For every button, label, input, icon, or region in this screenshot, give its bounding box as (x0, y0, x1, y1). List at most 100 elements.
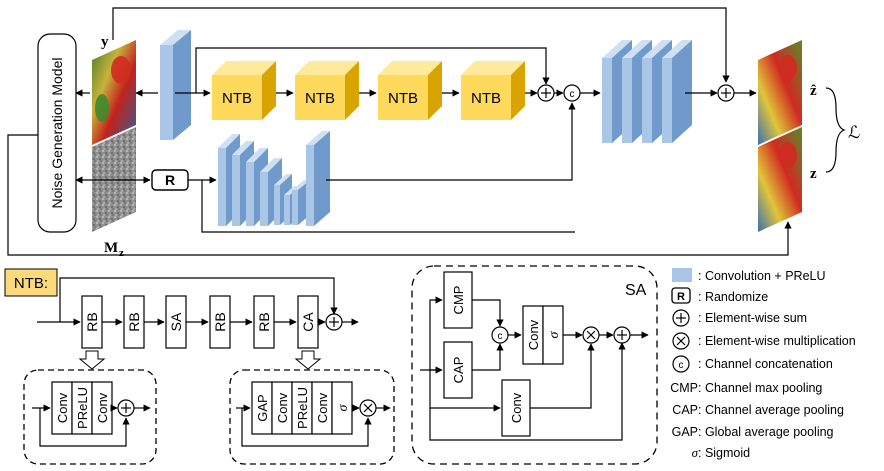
sa-mul-node (582, 326, 600, 344)
ntb-block-3: NTB (378, 61, 442, 120)
ntb-rb-1: RB (81, 295, 103, 349)
noise-map-sub: z (119, 247, 124, 259)
ca-expand-arrow (294, 350, 322, 370)
legend-concat-icon: c (672, 355, 690, 373)
ca-sigmoid: σ (331, 381, 353, 435)
legend-conv-swatch (672, 268, 692, 282)
output-zhat-label: ẑ (810, 83, 817, 99)
conv-stack-tail (602, 40, 692, 143)
concat-node-1: c (563, 84, 581, 102)
loss-label: ℒ (848, 123, 860, 142)
ca-conv-2-label: Conv (315, 392, 330, 423)
legend-mul-icon (672, 332, 690, 350)
sa-conv: Conv (522, 305, 544, 365)
legend-symbol-c: c (679, 360, 684, 371)
sa-block-label: SA (168, 312, 184, 331)
legend-text-concat: : Channel concatenation (698, 357, 833, 371)
legend-symbol-cmp: CMP (670, 381, 698, 395)
output-z-label: z (810, 166, 817, 182)
ntb-label-1: NTB (222, 90, 252, 107)
ca-skip-line (241, 408, 372, 447)
ntb-rb-4: RB (253, 295, 275, 349)
ntb-label-2: NTB (305, 90, 335, 107)
sa-conv-bottom: Conv (501, 379, 531, 437)
legend-symbol-cap: CAP (672, 403, 698, 417)
ntb-sum-node (325, 313, 343, 331)
sa-to-cmp-line (429, 296, 443, 370)
encoder-to-concat-line (326, 102, 576, 181)
rb-sum-node (117, 399, 135, 417)
ca-gap-label: GAP (255, 394, 270, 421)
legend-text-randomize: : Randomize (698, 290, 768, 304)
rb-conv-2: Conv (91, 381, 113, 435)
legend-text-mul: : Element-wise multiplication (698, 334, 856, 348)
legend-sum-icon (672, 309, 690, 327)
local-skip-line (195, 47, 550, 93)
sa-conv-bottom-label: Conv (509, 392, 524, 423)
ntb-label-4: NTB (471, 90, 501, 107)
conv-to-mul-line (530, 343, 595, 409)
randomize-box: R (151, 169, 189, 191)
sa-cmp: CMP (443, 271, 473, 329)
ntb-block-2: NTB (295, 61, 359, 120)
rb-conv-1-label: Conv (55, 392, 70, 423)
legend-randomize-icon (671, 287, 691, 304)
ntb-tag: NTB: (4, 268, 58, 297)
legend-symbol-gap: GAP (672, 425, 698, 439)
noise-generation-model: Noise Generation Model (37, 33, 77, 233)
sa-skip-line (429, 342, 626, 441)
noise-map-label: M (104, 240, 118, 256)
legend-text-cap: : Channel average pooling (698, 403, 844, 417)
ca-sigma-label: σ (336, 403, 351, 411)
ca-prelu: PReLU (291, 381, 313, 435)
sa-sigmoid: σ (542, 305, 564, 365)
sa-concat-symbol: c (498, 331, 503, 342)
cmp-to-concat-line (472, 299, 504, 327)
legend-symbol-r: R (677, 291, 685, 303)
cap-label: CAP (451, 357, 466, 384)
global-skip-line (112, 7, 730, 83)
ca-mul-node (359, 399, 377, 417)
concat-symbol-1: c (570, 89, 575, 100)
randomize-label: R (165, 172, 175, 188)
ntb-label-3: NTB (388, 90, 418, 107)
rb-label-1: RB (84, 312, 100, 331)
ca-block-label: CA (300, 312, 316, 332)
ntb-ca: CA (297, 295, 319, 349)
ca-detail-frame (229, 369, 395, 465)
legend-text-sum: : Element-wise sum (698, 311, 807, 325)
sum-node-2 (717, 84, 735, 102)
conv-block-head (160, 30, 191, 140)
r-bypass-line (201, 180, 575, 233)
cap-to-concat-line (472, 343, 504, 371)
rb-prelu: PReLU (71, 381, 93, 435)
rb-detail-frame (23, 369, 157, 465)
noise-to-z-line (7, 134, 792, 256)
legend: : Convolution + PReLU R : Randomize : El… (670, 268, 856, 460)
loss-brace (825, 87, 846, 173)
rb-expand-arrow (78, 350, 106, 370)
legend-symbol-sigma: σ (692, 445, 699, 460)
rb-prelu-label: PReLU (75, 387, 90, 429)
sa-conv-label: Conv (526, 319, 541, 350)
output-image-z (758, 127, 802, 232)
sa-concat-node: c (491, 326, 509, 344)
ntb-rb-2: RB (123, 295, 145, 349)
sa-sum-node (613, 326, 631, 344)
ntb-block-4: NTB (461, 61, 525, 120)
sa-title: SA (625, 282, 647, 299)
input-y-label: y (101, 34, 109, 50)
sa-cap: CAP (443, 341, 473, 399)
rb-skip-line (39, 408, 130, 447)
rb-label-4: RB (256, 312, 272, 331)
legend-text-gap: : Global average pooling (698, 425, 834, 439)
ca-conv-1: Conv (271, 381, 293, 435)
rb-conv-1: Conv (51, 381, 73, 435)
ca-gap: GAP (251, 381, 273, 435)
ca-prelu-label: PReLU (295, 387, 310, 429)
ca-conv-1-label: Conv (275, 392, 290, 423)
ntb-rb-3: RB (209, 295, 231, 349)
rb-label-2: RB (126, 312, 142, 331)
sa-detail-frame (411, 265, 658, 465)
